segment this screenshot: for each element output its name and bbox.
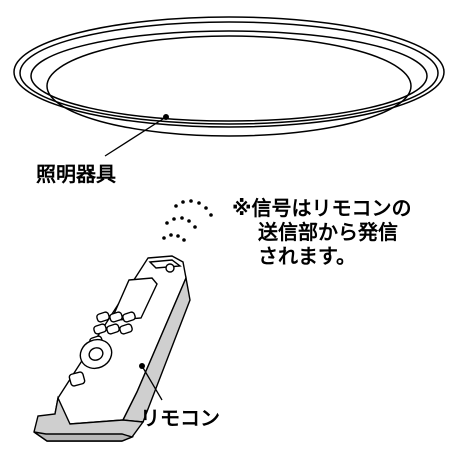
signal-waves [162,199,213,242]
signal-note-line-3: されます。 [258,244,356,268]
remote-control [33,255,191,442]
remote-leader-line [139,363,163,401]
fixture-leader-line [104,114,169,157]
ceiling-light-fixture [13,16,445,137]
fixture-label: 照明器具 [36,162,116,186]
signal-note-line-1: ※信号はリモコンの [232,196,412,220]
signal-note: ※信号はリモコンの 送信部から発信 されます。 [232,196,411,268]
remote-label: リモコン [140,406,220,430]
signal-note-line-2: 送信部から発信 [258,220,398,244]
